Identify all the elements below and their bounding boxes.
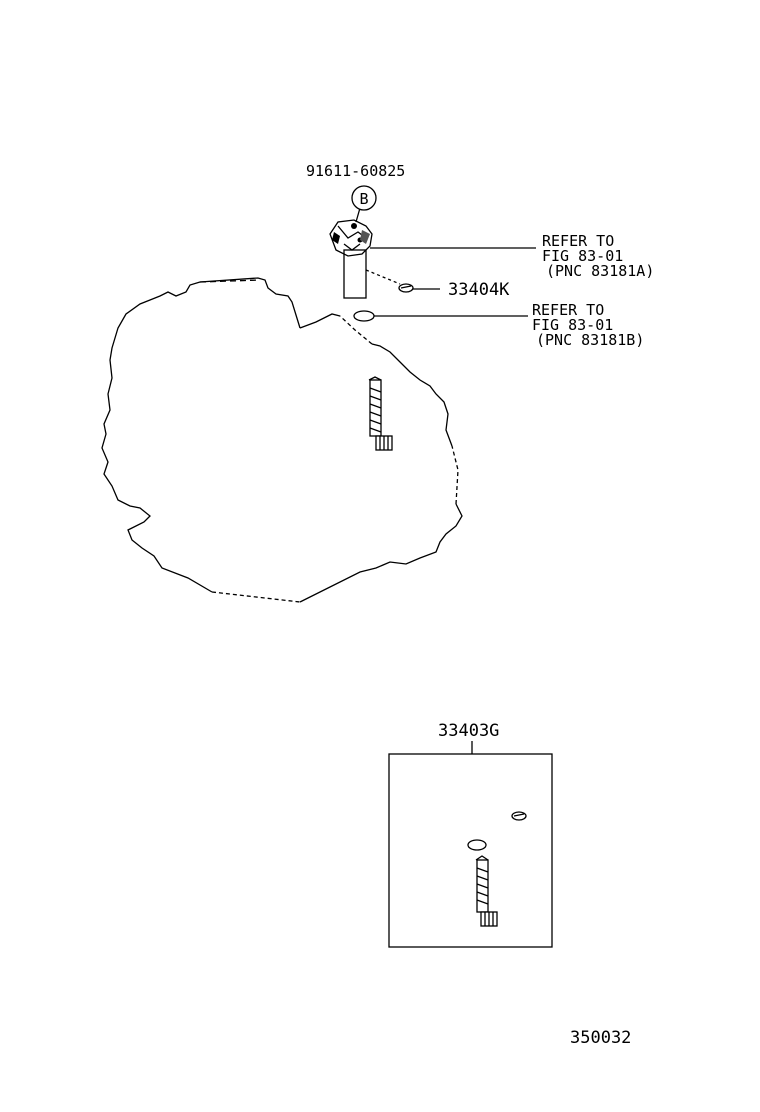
o-ring-part	[353, 310, 528, 322]
svg-text:(PNC 83181B): (PNC 83181B)	[536, 331, 644, 349]
kit-box: 33403G	[388, 721, 553, 948]
transaxle-housing-outline	[101, 277, 463, 603]
illustration-number: 350032	[570, 1028, 631, 1048]
svg-text:B: B	[359, 190, 368, 208]
clip-part-number: 33404K	[448, 280, 510, 300]
bolt-in-housing	[368, 376, 393, 451]
svg-text:REFER TO: REFER TO	[542, 232, 614, 250]
refer-note-1: REFER TO FIG 83-01 (PNC 83181A)	[542, 232, 654, 280]
svg-text:REFER TO: REFER TO	[532, 301, 604, 319]
refer-note-2: REFER TO FIG 83-01 (PNC 83181B)	[532, 301, 644, 349]
svg-text:FIG 83-01: FIG 83-01	[532, 316, 613, 334]
svg-text:(PNC 83181A): (PNC 83181A)	[546, 262, 654, 280]
speedometer-driven-gear	[329, 207, 373, 299]
clip-part	[365, 269, 440, 293]
bolt-part-number: 91611-60825	[306, 162, 405, 180]
circle-marker-b: B	[351, 185, 377, 211]
kit-part-number: 33403G	[438, 721, 499, 741]
svg-text:FIG 83-01: FIG 83-01	[542, 247, 623, 265]
